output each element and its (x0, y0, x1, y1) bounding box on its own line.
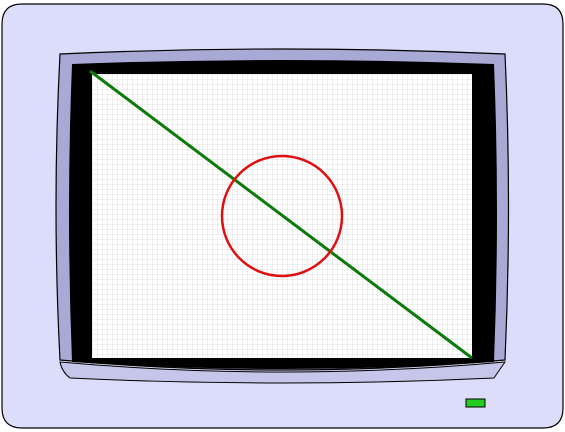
circle (220, 154, 344, 278)
monitor-bezel-lip (59, 361, 507, 384)
power-led-indicator (465, 398, 486, 408)
diagonal-line (89, 69, 473, 360)
